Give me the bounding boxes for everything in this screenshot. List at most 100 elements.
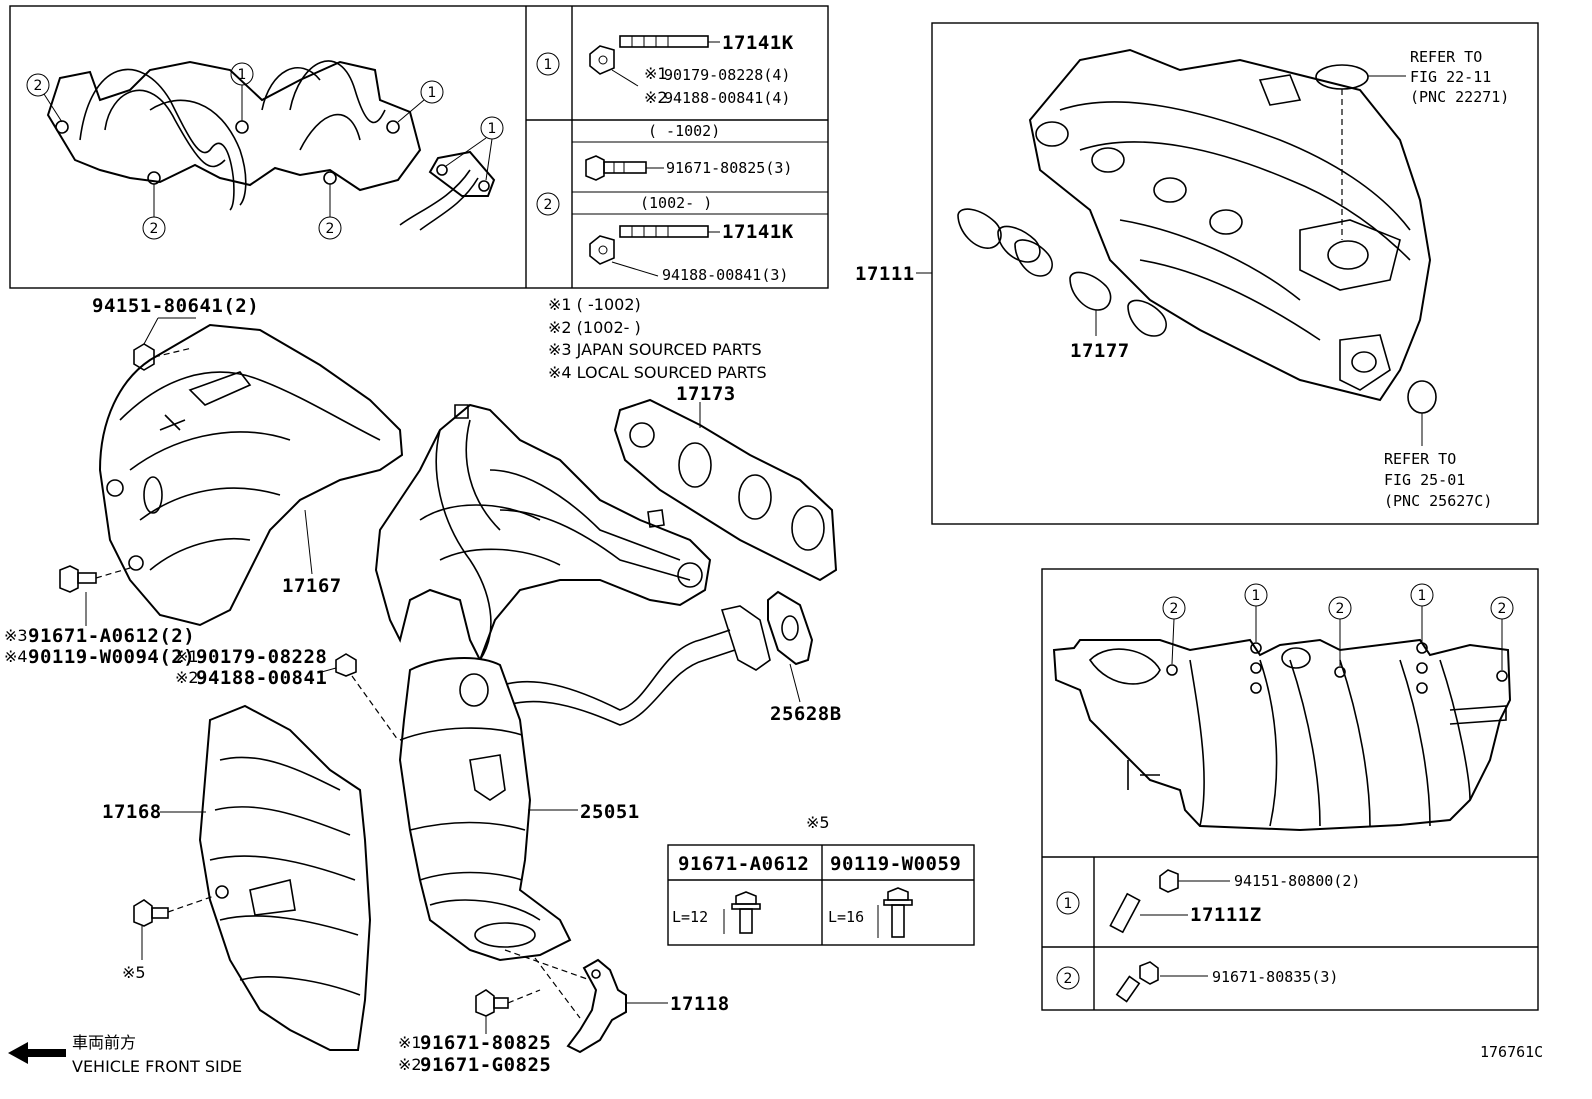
heat-insulator-lower: 17168: [102, 704, 372, 1051]
catalytic-converter: 25051: [398, 657, 640, 962]
nut-94151-80641: 94151-80641(2): [92, 295, 259, 371]
svg-text:VEHICLE FRONT SIDE: VEHICLE FRONT SIDE: [72, 1057, 242, 1076]
svg-text:2: 2: [1064, 971, 1073, 987]
svg-text:17167: 17167: [282, 575, 342, 597]
svg-text:2: 2: [34, 78, 43, 94]
flange-row-2: 2 91671-80835(3): [1056, 961, 1338, 1003]
nut-icon: [589, 45, 615, 75]
svg-text:91671-G0825: 91671-G0825: [420, 1054, 551, 1076]
manifold-gasket: 17173: [613, 383, 838, 582]
svg-text:(1002- ): (1002- ): [640, 194, 712, 212]
stud-icon: [619, 35, 709, 48]
svg-text:(PNC 22271): (PNC 22271): [1410, 88, 1509, 106]
svg-text:90179-08228(4): 90179-08228(4): [664, 66, 790, 84]
svg-text:1: 1: [428, 85, 437, 101]
arrow-left-icon: [8, 1042, 66, 1064]
svg-text:17173: 17173: [676, 383, 736, 405]
svg-text:REFER TO: REFER TO: [1410, 48, 1482, 66]
svg-text:17177: 17177: [1070, 340, 1130, 362]
svg-text:車両前方: 車両前方: [72, 1033, 136, 1052]
svg-text:94188-00841(3): 94188-00841(3): [662, 266, 788, 284]
svg-text:( -1002): ( -1002): [648, 122, 720, 140]
svg-text:2: 2: [1170, 601, 1179, 617]
callout-2-b: 2: [142, 184, 166, 240]
svg-text:※5: ※5: [806, 813, 830, 832]
svg-text:94151-80800(2): 94151-80800(2): [1234, 872, 1360, 890]
svg-text:L=12: L=12: [672, 908, 708, 926]
callout-2-a: 2: [26, 73, 63, 123]
svg-text:90119-W0059: 90119-W0059: [830, 853, 961, 875]
svg-text:1: 1: [238, 67, 247, 83]
intake-manifold-drawing: [1028, 48, 1432, 402]
svg-text:L=16: L=16: [828, 908, 864, 926]
svg-text:※1 ( -1002): ※1 ( -1002): [548, 295, 641, 314]
vehicle-front-indicator: 車両前方 VEHICLE FRONT SIDE: [8, 1033, 242, 1076]
svg-text:17168: 17168: [102, 801, 162, 823]
flange-row-1: 1 94151-80800(2) 17111Z: [1056, 869, 1360, 934]
flange-bolt-icon-long: [877, 887, 913, 938]
intake-gaskets: [957, 208, 1167, 337]
callout-1-c: 1: [445, 116, 504, 181]
nut-icon-2: [589, 235, 615, 265]
svg-text:17111Z: 17111Z: [1190, 904, 1262, 926]
svg-text:※1: ※1: [644, 64, 668, 83]
intake-manifold-inset: 17111 REFER TO FIG 22-11 (PNC 22271) R: [855, 22, 1539, 525]
bolt-mark5: ※5: [122, 895, 215, 982]
svg-text:※4 LOCAL SOURCED PARTS: ※4 LOCAL SOURCED PARTS: [548, 363, 767, 382]
svg-text:REFER TO: REFER TO: [1384, 450, 1456, 468]
svg-text:2: 2: [544, 197, 553, 213]
svg-text:※2 (1002- ): ※2 (1002- ): [548, 318, 641, 337]
svg-text:1: 1: [1252, 588, 1261, 604]
svg-text:91671-80835(3): 91671-80835(3): [1212, 968, 1338, 986]
svg-text:(PNC 25627C): (PNC 25627C): [1384, 492, 1492, 510]
stud-icon-3: [1109, 892, 1141, 934]
svg-text:17111: 17111: [855, 263, 915, 285]
bolt-91671-80825: ※1 91671-80825 ※2 91671-G0825: [398, 989, 551, 1076]
manifold-flange-drawing: [46, 60, 496, 231]
svg-text:1: 1: [1064, 896, 1073, 912]
svg-text:94151-80641(2): 94151-80641(2): [92, 295, 259, 317]
svg-text:FIG 25-01: FIG 25-01: [1384, 471, 1465, 489]
bolt-table: ※5 91671-A0612 90119-W0059 L=12 L=16: [667, 813, 975, 946]
flange-callouts: 2 1 2 1 2: [1162, 583, 1514, 670]
svg-text:91671-A0612(2): 91671-A0612(2): [28, 625, 195, 647]
svg-text:1: 1: [488, 121, 497, 137]
bracket-17118: 17118: [504, 949, 730, 1054]
svg-text:25628B: 25628B: [770, 703, 842, 725]
svg-text:※3 JAPAN SOURCED PARTS: ※3 JAPAN SOURCED PARTS: [548, 340, 762, 359]
svg-text:※2: ※2: [644, 88, 668, 107]
footnotes: ※1 ( -1002) ※2 (1002- ) ※3 JAPAN SOURCED…: [548, 295, 767, 382]
svg-text:94188-00841(4): 94188-00841(4): [664, 89, 790, 107]
svg-text:※1: ※1: [398, 1033, 422, 1052]
svg-text:※3: ※3: [4, 626, 28, 645]
svg-text:※2: ※2: [398, 1055, 422, 1074]
svg-text:90179-08228: 90179-08228: [196, 646, 327, 668]
svg-text:17141K: 17141K: [722, 221, 794, 243]
callout-1-a: 1: [230, 62, 254, 121]
svg-text:17141K: 17141K: [722, 32, 794, 54]
svg-text:2: 2: [150, 221, 159, 237]
diagram-code: 176761C: [1480, 1043, 1543, 1061]
heat-insulator-upper: 17167: [98, 323, 404, 627]
flange-bolt-icon-short: [723, 891, 761, 934]
svg-text:FIG 22-11: FIG 22-11: [1410, 68, 1491, 86]
svg-text:91671-A0612: 91671-A0612: [678, 853, 809, 875]
bolt-91671-A0612: ※3 91671-A0612(2) ※4 90119-W0094(2): [4, 565, 195, 668]
nut-90179-08228: ※1 90179-08228 ※2 94188-00841: [175, 646, 399, 741]
callout-1-b: 1: [397, 80, 444, 123]
inset-row-2: 2 ( -1002) 91671-80825(3) (1002- ) 171: [536, 122, 794, 284]
o-ring-bottom: [1407, 380, 1437, 414]
svg-text:25051: 25051: [580, 801, 640, 823]
svg-text:※5: ※5: [122, 963, 146, 982]
svg-text:2: 2: [326, 221, 335, 237]
callout-2-c: 2: [318, 184, 342, 240]
top-left-inset: 2 1 1 1 2 2: [9, 5, 829, 289]
svg-text:2: 2: [1498, 601, 1507, 617]
svg-text:91671-80825: 91671-80825: [420, 1032, 551, 1054]
svg-text:90119-W0094(2): 90119-W0094(2): [28, 646, 195, 668]
svg-text:17118: 17118: [670, 993, 730, 1015]
intake-flange-inset: 2 1 2 1 2 1 94151-80800(2) 17111Z: [1041, 568, 1539, 1011]
gasket-25628B: 25628B: [767, 590, 842, 725]
svg-text:94188-00841: 94188-00841: [196, 667, 327, 689]
